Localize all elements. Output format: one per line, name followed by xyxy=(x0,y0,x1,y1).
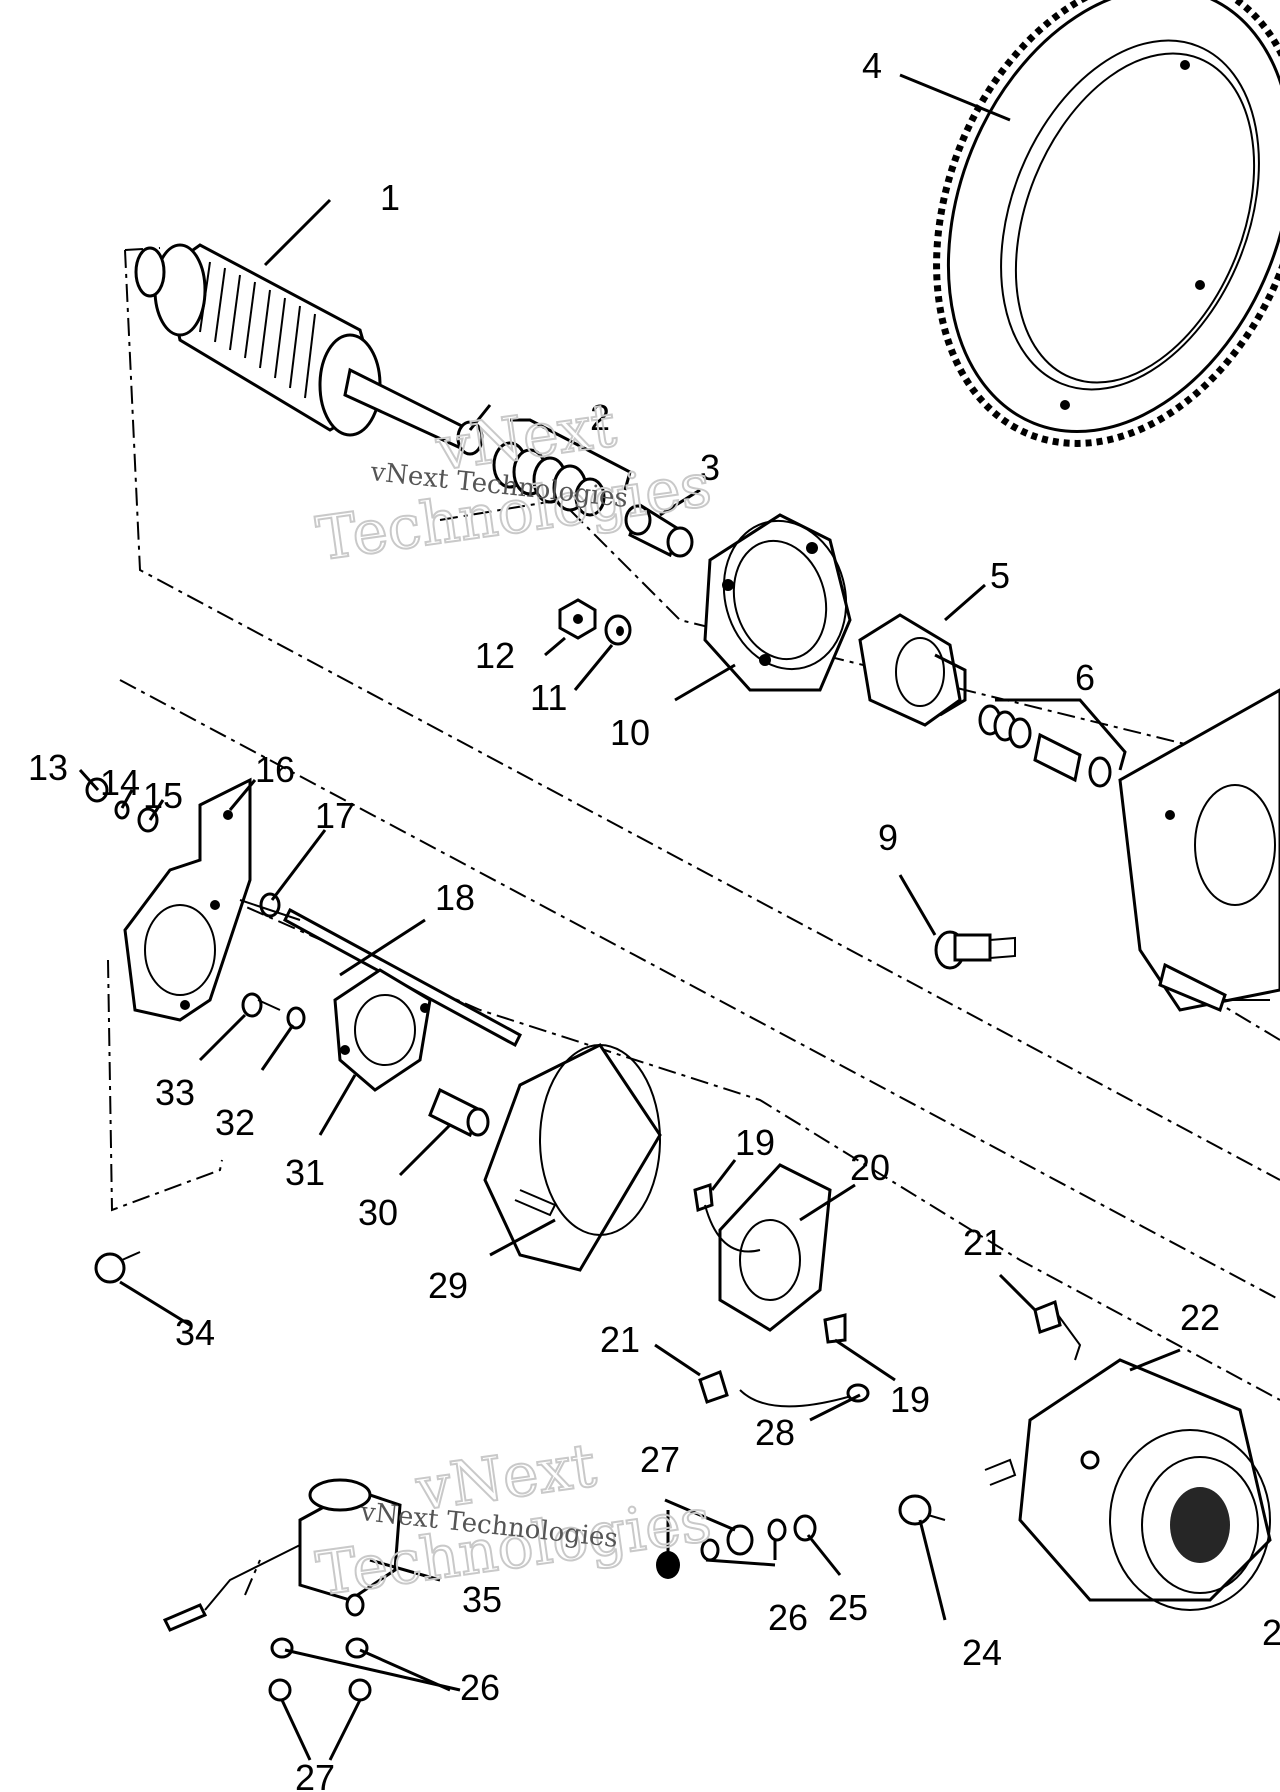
screw-34 xyxy=(94,1251,141,1284)
callout-22: 22 xyxy=(1180,1297,1220,1338)
callout-28: 28 xyxy=(755,1412,795,1453)
callout-16: 16 xyxy=(255,749,295,790)
callout-13: 13 xyxy=(28,747,68,788)
callout-14: 14 xyxy=(100,762,140,803)
screw-24 xyxy=(898,1494,946,1526)
drive-spring-set xyxy=(456,418,632,517)
callout-35: 35 xyxy=(462,1579,502,1620)
lockwasher-26 xyxy=(767,1518,787,1542)
washer-32 xyxy=(286,1006,306,1030)
callout-labels: 1 2 3 4 5 6 9 10 11 12 13 14 15 16 17 18… xyxy=(28,45,1280,1792)
drive-end-housing xyxy=(703,513,852,692)
callout-32: 32 xyxy=(215,1102,255,1143)
callout-10: 10 xyxy=(610,712,650,753)
callout-27-bottom: 27 xyxy=(295,1757,335,1792)
callout-34: 34 xyxy=(175,1312,215,1353)
callout-2: 2 xyxy=(590,397,610,438)
screw-33 xyxy=(241,992,281,1018)
callout-17: 17 xyxy=(315,795,355,836)
washer-25 xyxy=(793,1514,817,1542)
nut-12 xyxy=(558,598,597,640)
field-frame xyxy=(483,1043,662,1272)
callout-25: 25 xyxy=(828,1587,868,1628)
bolt-9 xyxy=(934,930,1016,970)
through-bolt xyxy=(239,899,522,1048)
callout-12: 12 xyxy=(475,635,515,676)
commutator-housing xyxy=(984,1358,1272,1611)
callout-4: 4 xyxy=(862,45,882,86)
callout-30: 30 xyxy=(358,1192,398,1233)
washer-11 xyxy=(604,614,632,646)
spring-set-6 xyxy=(978,698,1127,788)
callout-24: 24 xyxy=(962,1632,1002,1673)
brush-21-left xyxy=(698,1370,729,1404)
armature xyxy=(134,243,472,453)
callout-19-bottom: 19 xyxy=(890,1379,930,1420)
callout-3: 3 xyxy=(700,447,720,488)
callout-27-top: 27 xyxy=(640,1439,680,1480)
solenoid-hardware xyxy=(268,1637,372,1702)
callout-18: 18 xyxy=(435,877,475,918)
nut-27b xyxy=(656,1551,680,1579)
pinion-drive xyxy=(858,613,967,727)
nut-27 xyxy=(726,1524,754,1556)
callout-1: 1 xyxy=(380,177,400,218)
brush-holder xyxy=(693,1163,847,1344)
callout-21-top: 21 xyxy=(963,1222,1003,1263)
ring-gear xyxy=(933,0,1280,447)
callout-9: 9 xyxy=(878,817,898,858)
callout-23: 2 xyxy=(1262,1612,1280,1653)
callout-21-left: 21 xyxy=(600,1319,640,1360)
callout-29: 29 xyxy=(428,1265,468,1306)
callout-26-left: 26 xyxy=(460,1667,500,1708)
watermark-top: vNext Technologies vNext Technologies xyxy=(311,390,716,576)
callout-15: 15 xyxy=(143,775,183,816)
callout-31: 31 xyxy=(285,1152,325,1193)
leader-lines xyxy=(78,73,1181,1761)
bracket-plate xyxy=(123,777,252,1022)
callout-19-top: 19 xyxy=(735,1122,775,1163)
callout-33: 33 xyxy=(155,1072,195,1113)
brush-21-right xyxy=(1033,1299,1082,1361)
callout-5: 5 xyxy=(990,555,1010,596)
callout-11: 11 xyxy=(530,677,567,718)
end-plate-31 xyxy=(333,968,432,1092)
callout-20: 20 xyxy=(850,1147,890,1188)
bushing-30 xyxy=(428,1087,490,1138)
bushing-3 xyxy=(624,502,694,558)
brush-28 xyxy=(739,1383,870,1408)
callout-6: 6 xyxy=(1075,657,1095,698)
callout-26-right: 26 xyxy=(768,1597,808,1638)
mounting-housing xyxy=(1118,688,1280,1013)
lockwasher-14 xyxy=(114,800,130,820)
solenoid xyxy=(162,1478,402,1632)
